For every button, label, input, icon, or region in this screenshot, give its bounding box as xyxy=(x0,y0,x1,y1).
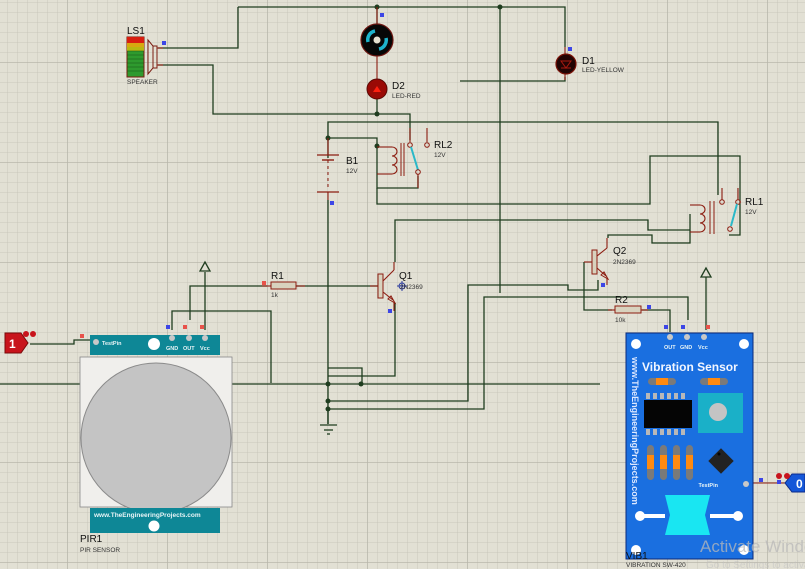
transistor2-value: 2N2369 xyxy=(613,259,636,266)
vib-pin-label-gnd: GND xyxy=(680,345,692,351)
motor[interactable] xyxy=(360,7,394,79)
wire-r1-pir[interactable] xyxy=(189,285,267,320)
wire-q2-emitter[interactable] xyxy=(328,280,599,402)
vib-pin-vcc[interactable] xyxy=(701,334,707,340)
wire-pir-gnd[interactable] xyxy=(171,310,272,383)
wire-relay1-loop[interactable] xyxy=(376,155,741,236)
wire-top-bus[interactable] xyxy=(238,6,566,47)
pir-test-pin-label: TestPin xyxy=(102,341,122,347)
resistor2-value: 10k xyxy=(615,317,626,324)
power-terminal-vib[interactable] xyxy=(699,266,713,278)
transistor2-ref: Q2 xyxy=(613,246,627,257)
pir-pin-gnd[interactable] xyxy=(169,335,175,341)
pir-sensor-module[interactable]: TestPin GND OUT Vcc www.TheEngineeringPr… xyxy=(79,325,233,554)
speaker-value: SPEAKER xyxy=(127,79,158,86)
wire-r2-vib[interactable] xyxy=(642,309,671,332)
activate-windows-watermark: Activate Windows xyxy=(700,537,805,556)
wire-q2-collector[interactable] xyxy=(607,230,691,244)
vibration-sensor-module[interactable]: OUT GND Vcc Vibration Sensor Tes xyxy=(625,325,754,569)
relay1-ref: RL1 xyxy=(745,197,764,208)
speaker-ls1[interactable]: LS1 SPEAKER xyxy=(126,26,166,86)
relay2-ref: RL2 xyxy=(434,140,453,151)
vib-test-pin-label: TestPin xyxy=(699,483,719,489)
led-yellow-value: LED-YELLOW xyxy=(582,67,625,74)
led-red-value: LED-RED xyxy=(392,93,421,100)
power-terminal-pir[interactable] xyxy=(198,260,212,272)
transistor1-ref: Q1 xyxy=(399,271,413,282)
wire-q1-emitter[interactable] xyxy=(328,303,396,377)
speaker-ref: LS1 xyxy=(127,26,145,37)
resistor1-value: 1k xyxy=(271,292,279,299)
wire-q2-base[interactable] xyxy=(583,262,612,311)
wire-logic-pir[interactable] xyxy=(30,339,90,345)
relay-rl1[interactable]: RL1 12V xyxy=(690,188,764,234)
vib-pin-gnd[interactable] xyxy=(684,334,690,340)
logic-input-pir[interactable]: 1 xyxy=(4,331,84,354)
led-yellow-ref: D1 xyxy=(582,56,595,67)
wire-q1-collector[interactable] xyxy=(394,214,691,262)
pir-website: www.TheEngineeringProjects.com xyxy=(93,512,201,519)
pir-pin-label-gnd: GND xyxy=(166,346,178,352)
relay2-value: 12V xyxy=(434,152,446,159)
wire-relay2-upper[interactable] xyxy=(327,121,719,195)
vib-ref: VIB1 xyxy=(626,551,648,562)
wire-gnd-link[interactable] xyxy=(328,367,363,384)
logic-pir-state: 1 xyxy=(9,337,16,351)
relay1-value: 12V xyxy=(745,209,757,216)
relay-rl2[interactable]: RL2 12V xyxy=(377,128,453,188)
transistor1-value: 2N2369 xyxy=(400,284,423,291)
logic-input-vib[interactable]: 0 xyxy=(759,473,805,493)
pir-pin-out[interactable] xyxy=(186,335,192,341)
resistor1-ref: R1 xyxy=(271,271,284,282)
pir-ref: PIR1 xyxy=(80,534,103,545)
pir-mount-hole xyxy=(148,338,160,350)
wire-vib-gnd[interactable] xyxy=(328,296,689,410)
battery-ref: B1 xyxy=(346,156,359,167)
activate-windows-subtext: Go to Settings to activate Windows. xyxy=(706,560,805,569)
resistor-r2[interactable]: R2 10k xyxy=(608,295,651,324)
crosshair-icon xyxy=(397,281,407,291)
led-red-d2[interactable]: D2 LED-RED xyxy=(366,78,421,100)
resistor2-ref: R2 xyxy=(615,295,628,306)
pir-value: PIR SENSOR xyxy=(80,547,120,554)
ground-symbol[interactable] xyxy=(320,424,337,435)
pir-pin-label-out: OUT xyxy=(183,346,195,352)
wire-speaker-bottom[interactable] xyxy=(158,64,411,140)
resistor-r1[interactable]: R1 1k xyxy=(262,271,305,299)
vib-pin-out[interactable] xyxy=(667,334,673,340)
vib-website: www.TheEngineeringProjects.com xyxy=(630,356,640,505)
battery-b1[interactable]: B1 12V xyxy=(317,138,359,205)
wire-speaker-top[interactable] xyxy=(158,7,239,49)
logic-vib-state: 0 xyxy=(796,477,803,491)
transistor-q2[interactable]: Q2 2N2369 xyxy=(584,238,636,287)
pir-pin-vcc[interactable] xyxy=(202,335,208,341)
vib-pin-label-vcc: Vcc xyxy=(698,345,708,351)
vib-title: Vibration Sensor xyxy=(642,360,738,374)
battery-value: 12V xyxy=(346,168,358,175)
wire-relay2-coil-top[interactable] xyxy=(328,137,378,146)
pir-pin-label-vcc: Vcc xyxy=(200,346,210,352)
vib-value: VIBRATION SW-420 xyxy=(626,562,686,569)
led-yellow-d1[interactable]: D1 LED-YELLOW xyxy=(555,47,625,80)
transistor-q1[interactable]: Q1 2N2369 xyxy=(370,262,423,313)
vib-pin-label-out: OUT xyxy=(664,345,676,351)
led-red-ref: D2 xyxy=(392,81,405,92)
